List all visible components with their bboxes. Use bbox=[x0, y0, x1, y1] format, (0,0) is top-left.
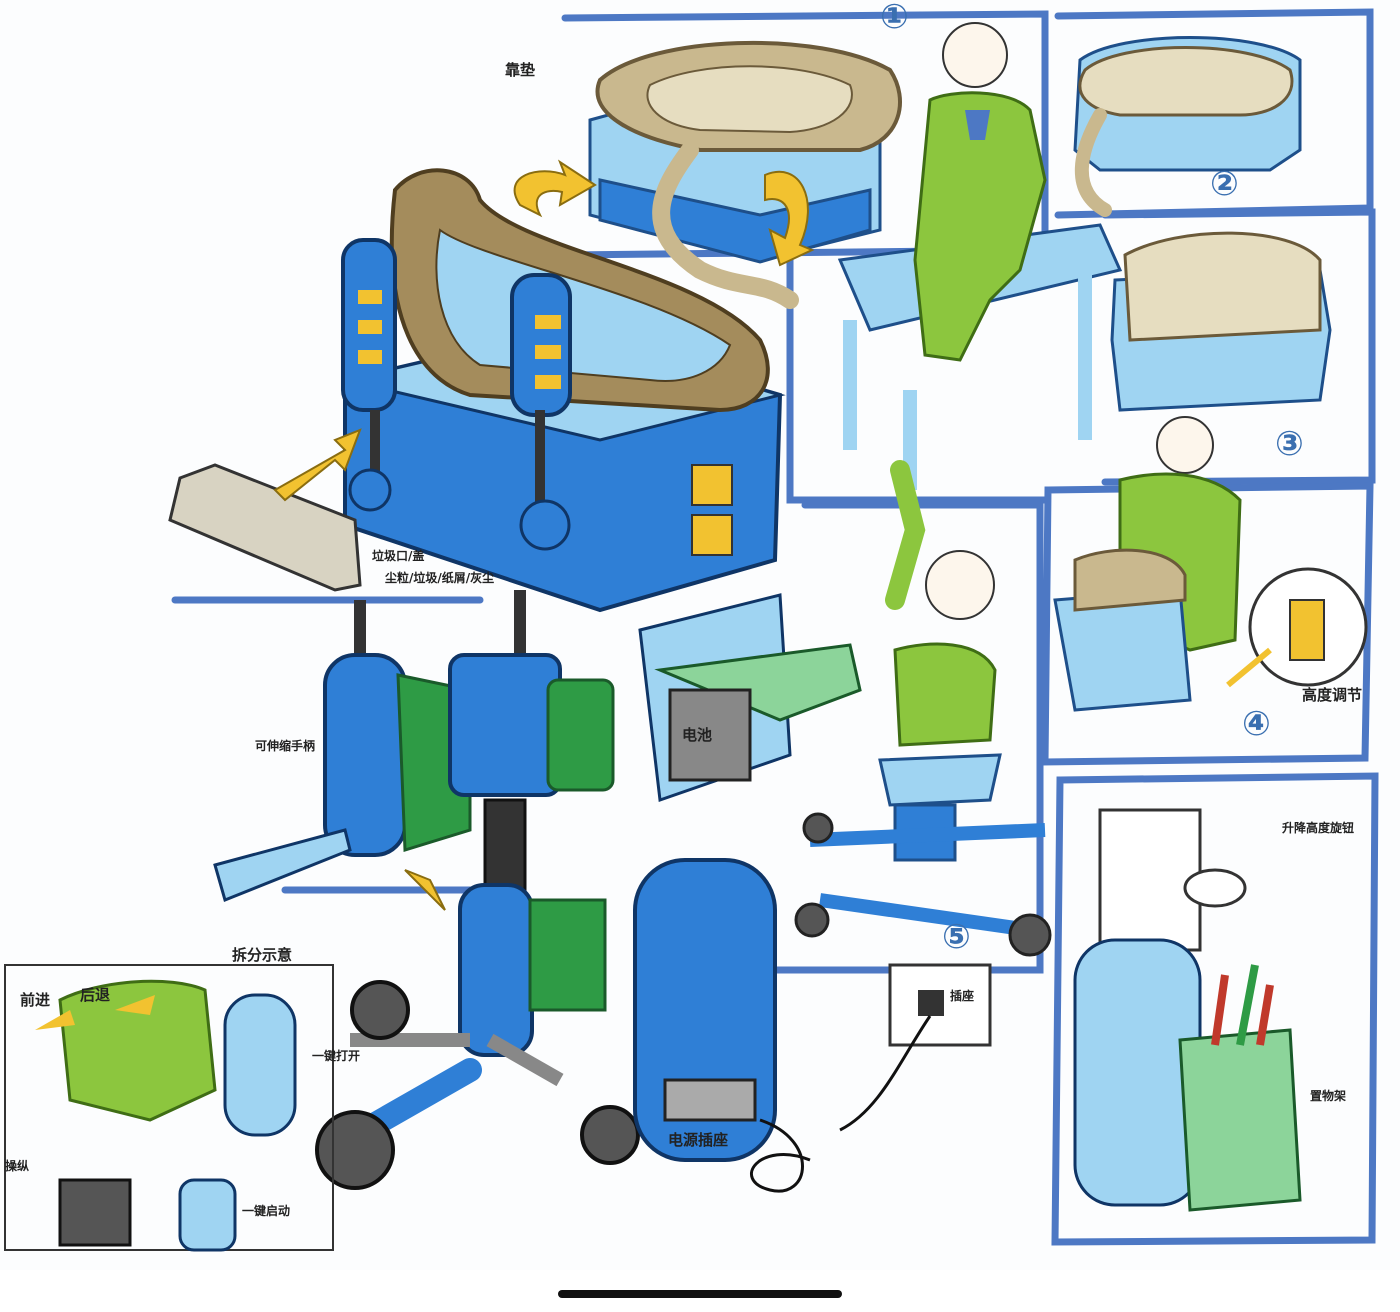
panel-5-ride: ⑤ bbox=[794, 460, 1052, 957]
frame-panel-3 bbox=[1101, 208, 1376, 486]
sketch-sheet: 靠垫 ① ② ③ 高度调节 ④ bbox=[4, 0, 1379, 1252]
panel-frames bbox=[171, 8, 1379, 1246]
label-operate: 操纵 bbox=[5, 1158, 29, 1173]
panel-3-seat-stored: ③ bbox=[1110, 231, 1332, 464]
step-3-badge: ③ bbox=[1275, 424, 1304, 464]
label-forward: 前进 bbox=[20, 991, 50, 1009]
label-dust-cover: 垃圾口/盖 bbox=[372, 548, 424, 563]
step-4-badge: ④ bbox=[1242, 704, 1271, 744]
panel-1-person-on-stool: ① bbox=[837, 0, 1123, 490]
panel-4-adjust-height: 高度调节 ④ bbox=[1053, 416, 1368, 744]
label-storage-holder: 置物架 bbox=[1310, 1088, 1346, 1103]
label-battery: 电池 bbox=[682, 726, 712, 744]
lower-base: 电源插座 插座 bbox=[315, 798, 992, 1193]
panel-1-seat-detach: 靠垫 bbox=[505, 40, 902, 309]
label-dust-items: 尘粒/垃圾/纸屑/灰尘 bbox=[385, 570, 494, 585]
label-seat-pad: 靠垫 bbox=[505, 61, 535, 79]
product-sketch-illustration: 靠垫 ① ② ③ 高度调节 ④ bbox=[4, 0, 1379, 1252]
panel-2-folded-seat: ② bbox=[1073, 36, 1302, 217]
step-5-badge: ⑤ bbox=[942, 917, 971, 957]
label-one-key-start: 一键启动 bbox=[242, 1203, 290, 1218]
label-lift-knob: 升降高度旋钮 bbox=[1282, 820, 1354, 835]
label-disassembly: 拆分示意 bbox=[232, 946, 292, 964]
frame-panel-6 bbox=[1051, 772, 1379, 1246]
dust-tray: 垃圾口/盖 尘粒/垃圾/纸屑/灰尘 bbox=[168, 428, 494, 592]
label-socket: 插座 bbox=[950, 988, 974, 1003]
label-backward: 后退 bbox=[80, 986, 110, 1004]
label-one-key-open: 一键打开 bbox=[312, 1048, 360, 1063]
step-2-badge: ② bbox=[1210, 164, 1239, 204]
home-indicator[interactable] bbox=[558, 1290, 842, 1298]
panel-6-storage: 升降高度旋钮 置物架 bbox=[1073, 808, 1354, 1212]
disassembly-inset: 拆分示意 前进 后退 一键打开 一键启动 操纵 bbox=[4, 946, 360, 1252]
frame-top-middle bbox=[786, 246, 1049, 504]
main-robot-seat-module bbox=[341, 168, 786, 613]
middle-modules: 可伸缩手柄 电池 bbox=[213, 590, 862, 903]
label-charger: 电源插座 bbox=[668, 1131, 728, 1149]
label-adjust-height: 高度调节 bbox=[1302, 686, 1362, 704]
frame-panel-4 bbox=[1041, 482, 1374, 766]
label-side-handle: 可伸缩手柄 bbox=[255, 738, 315, 753]
step-1-badge: ① bbox=[880, 0, 909, 37]
